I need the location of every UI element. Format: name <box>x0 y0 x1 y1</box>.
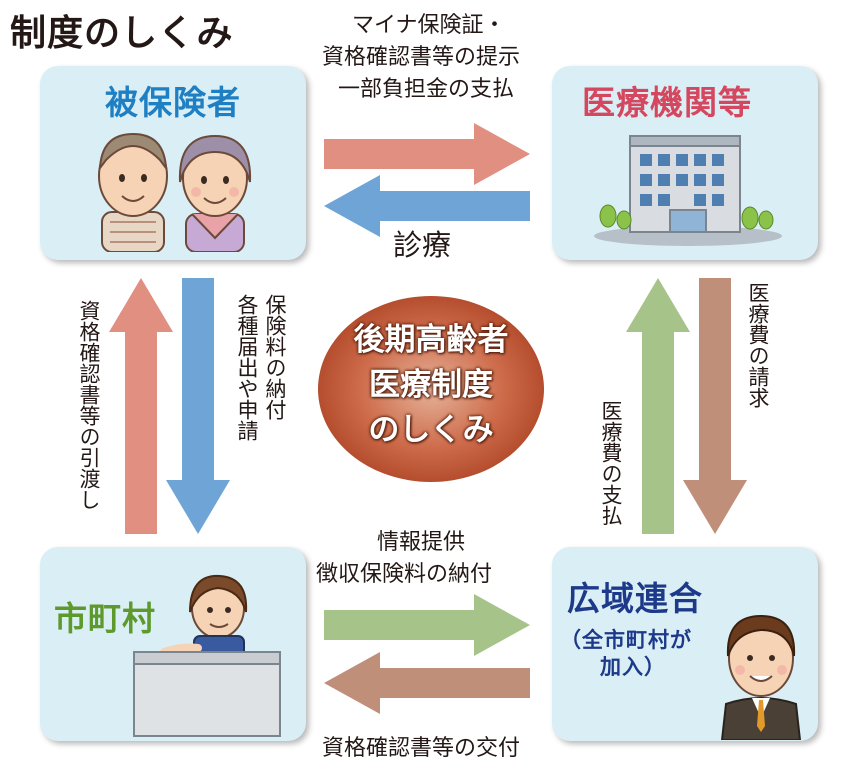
union-title: 広域連合 <box>567 579 703 618</box>
center-badge <box>318 296 544 482</box>
official-man-illustration <box>720 614 802 740</box>
medical-title: 医療機関等 <box>582 83 752 122</box>
label-present-card: マイナ保険証・ <box>352 13 506 38</box>
label-hand-over-certificate: 資格確認書等の引渡し <box>77 300 101 510</box>
clerk-at-counter-illustration <box>133 574 281 737</box>
union-note-line1: （全市町村が <box>560 628 692 652</box>
arrow-municipality-to-insured <box>109 278 173 534</box>
arrow-insured-to-municipality <box>166 278 230 534</box>
elderly-couple-illustration <box>98 132 252 252</box>
label-copayment: 一部負担金の支払 <box>338 77 515 102</box>
center-line1: 後期高齢者 <box>353 322 509 358</box>
arrow-union-to-municipality <box>324 652 530 714</box>
label-present-certificate: 資格確認書等の提示 <box>322 45 521 70</box>
label-medical-claim: 医療費の請求 <box>746 282 770 408</box>
arrow-medical-to-union <box>683 278 747 534</box>
hospital-illustration <box>594 135 782 246</box>
arrow-municipality-to-union <box>324 594 530 656</box>
insured-box <box>40 66 306 260</box>
arrow-insured-to-medical <box>324 123 530 185</box>
center-line3: のしくみ <box>368 412 494 448</box>
label-premium-payment: 保険料の納付 <box>263 294 287 420</box>
label-treatment: 診療 <box>393 228 452 262</box>
center-line2: 医療制度 <box>369 367 493 403</box>
label-collected-premiums: 徴収保険料の納付 <box>316 562 493 587</box>
label-medical-payment: 医療費の支払 <box>599 400 623 526</box>
union-note-line2: 加入） <box>600 655 666 679</box>
insured-title: 被保険者 <box>105 83 241 122</box>
page-title: 制度のしくみ <box>10 13 234 54</box>
municipality-title: 市町村 <box>54 599 156 638</box>
arrow-union-to-medical <box>626 278 690 534</box>
label-info-provision: 情報提供 <box>377 530 466 555</box>
label-issue-certificate: 資格確認書等の交付 <box>322 736 521 761</box>
arrow-medical-to-insured <box>324 175 530 237</box>
label-notifications: 各種届出や申請 <box>235 294 259 441</box>
center-badge-text: 後期高齢者 医療制度 のしくみ <box>318 318 544 453</box>
